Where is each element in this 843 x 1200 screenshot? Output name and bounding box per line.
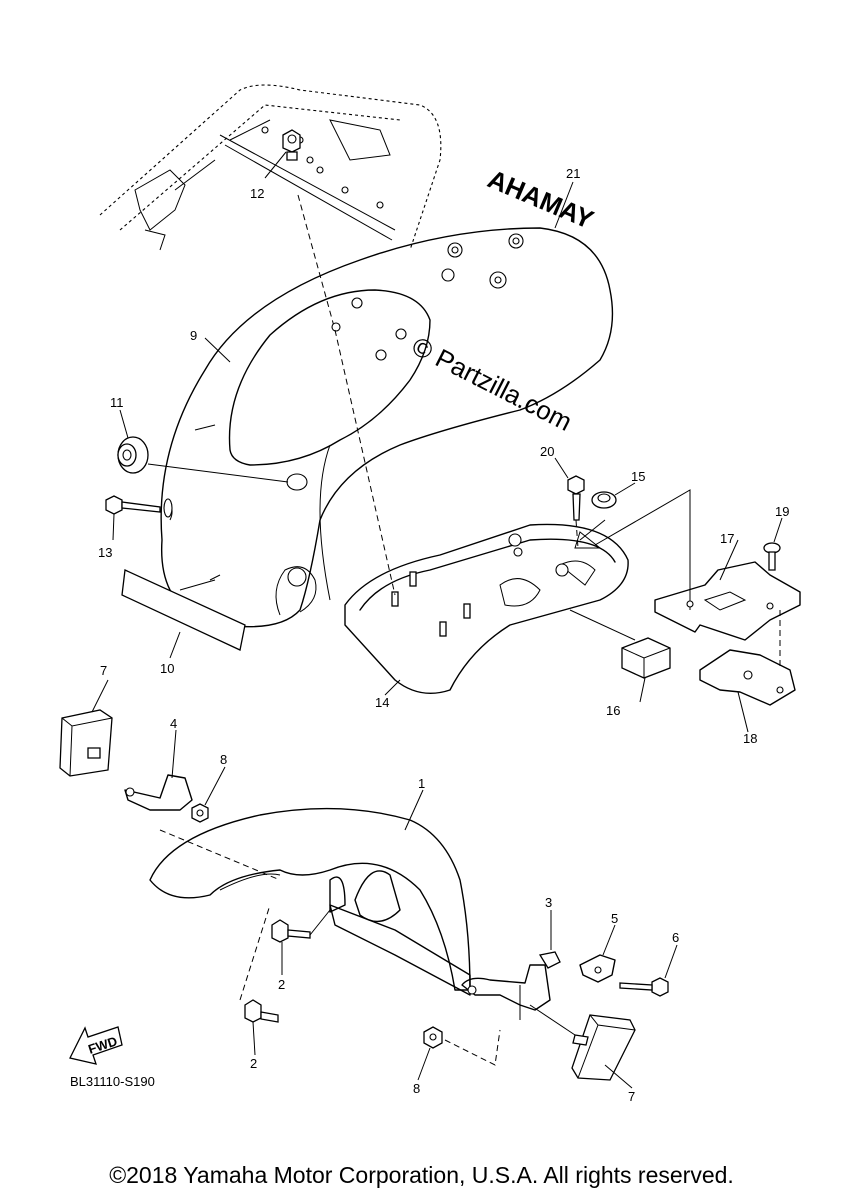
part-12-nut: [282, 129, 336, 331]
callout-11: 11: [110, 395, 124, 410]
brand-decal: YAMAHA: [483, 163, 598, 234]
callout-8-upper: 8: [220, 752, 227, 767]
part-7-reflector-lower: [529, 1004, 636, 1081]
rear-fender: [160, 227, 614, 628]
part-8-nut-upper: [191, 803, 209, 823]
part-10-reflector-strip: [121, 569, 246, 651]
drawing-code: BL31110-S190: [70, 1074, 155, 1089]
part-5-bracket: [579, 954, 616, 983]
callout-2-a: 2: [278, 977, 285, 992]
callout-6: 6: [672, 930, 679, 945]
callout-16: 16: [606, 703, 620, 718]
part-6-bolt: [619, 977, 669, 997]
part-16-block: [569, 609, 671, 679]
copyright-notice: ©2018 Yamaha Motor Corporation, U.S.A. A…: [109, 1162, 734, 1188]
watermark: © Partzilla.com: [407, 331, 577, 437]
callout-5: 5: [611, 911, 618, 926]
part-7-reflector-upper: [59, 709, 113, 777]
part-2-bolt-a: [271, 909, 331, 943]
callout-15: 15: [631, 469, 645, 484]
callout-12: 12: [250, 186, 264, 201]
frame-outline: [99, 84, 442, 251]
part-19-screw: [763, 542, 781, 571]
fwd-arrow-icon: FWD: [69, 1026, 123, 1065]
part-15-grommet: [579, 489, 691, 610]
part-14-inner-fender: [334, 329, 629, 694]
part-21-decal: YAMAHA: [483, 163, 598, 234]
callout-17: 17: [720, 531, 734, 546]
part-13-bolt: [105, 495, 173, 518]
callout-2-b: 2: [250, 1056, 257, 1071]
callout-7-lower: 7: [628, 1089, 635, 1104]
callout-3: 3: [545, 895, 552, 910]
callout-labels: 21 12 9 11 13 10 20 15 19 17 14 16 18 7 …: [98, 166, 789, 1104]
part-1-front-fender: [149, 807, 471, 1001]
callout-13: 13: [98, 545, 112, 560]
svg-text:© Partzilla.com: © Partzilla.com: [407, 331, 577, 437]
part-11-grommet: [117, 436, 289, 483]
callout-1: 1: [418, 776, 425, 791]
part-2-bolt-b: [244, 999, 279, 1023]
leader-lines: [91, 151, 783, 1089]
part-18-bracket: [699, 610, 796, 706]
callout-9: 9: [190, 328, 197, 343]
callout-10: 10: [160, 661, 174, 676]
callout-21: 21: [566, 166, 580, 181]
callout-7-upper: 7: [100, 663, 107, 678]
callout-8-lower: 8: [413, 1081, 420, 1096]
callout-18: 18: [743, 731, 757, 746]
part-17-bracket: [654, 561, 801, 641]
part-3-stay: [461, 951, 561, 1020]
callout-4: 4: [170, 716, 177, 731]
part-20-bolt: [567, 475, 585, 549]
callout-20: 20: [540, 444, 554, 459]
part-8-nut-lower: [423, 1026, 501, 1066]
callout-19: 19: [775, 504, 789, 519]
part-4-stay: [124, 774, 193, 811]
callout-14: 14: [375, 695, 389, 710]
